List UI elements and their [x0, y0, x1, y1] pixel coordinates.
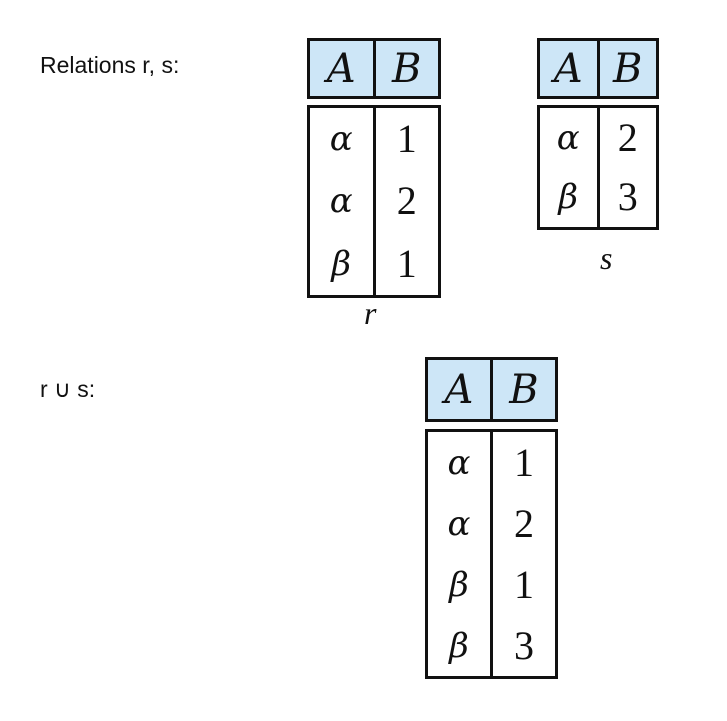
table-column: 1 2 1	[372, 108, 439, 295]
table-cell: β	[449, 564, 469, 605]
table-cell: β	[449, 625, 469, 666]
relation-r-name: r	[364, 295, 377, 331]
header-cell: B	[596, 41, 657, 96]
table-cell: 1	[396, 240, 417, 286]
table-cell: α	[556, 117, 580, 158]
header-cell: A	[553, 45, 583, 92]
table-cell: α	[447, 503, 471, 544]
table-cell: β	[558, 177, 579, 218]
table-cell: 3	[514, 622, 534, 668]
table-cell: 1	[514, 561, 534, 607]
table-cell: β	[331, 243, 352, 284]
table-cell: 3	[617, 174, 638, 220]
table-cell: 1	[514, 439, 534, 485]
table-cell: α	[329, 119, 353, 160]
header-cell: B	[372, 41, 439, 96]
header-cell: A	[444, 366, 474, 413]
table-column: 1 2 1 3	[490, 432, 555, 676]
table-cell: 2	[617, 114, 638, 160]
table-cell: α	[447, 442, 471, 483]
table-cell: 1	[396, 116, 417, 162]
relation-s-name: s	[600, 240, 613, 276]
table-cell: 2	[514, 500, 534, 546]
union-label: r ∪ s:	[40, 376, 96, 402]
table-cell: 2	[396, 178, 417, 224]
table-cell: α	[329, 181, 353, 222]
relations-label: Relations r, s:	[40, 52, 180, 78]
header-cell: B	[490, 360, 555, 419]
header-cell: A	[326, 45, 356, 92]
